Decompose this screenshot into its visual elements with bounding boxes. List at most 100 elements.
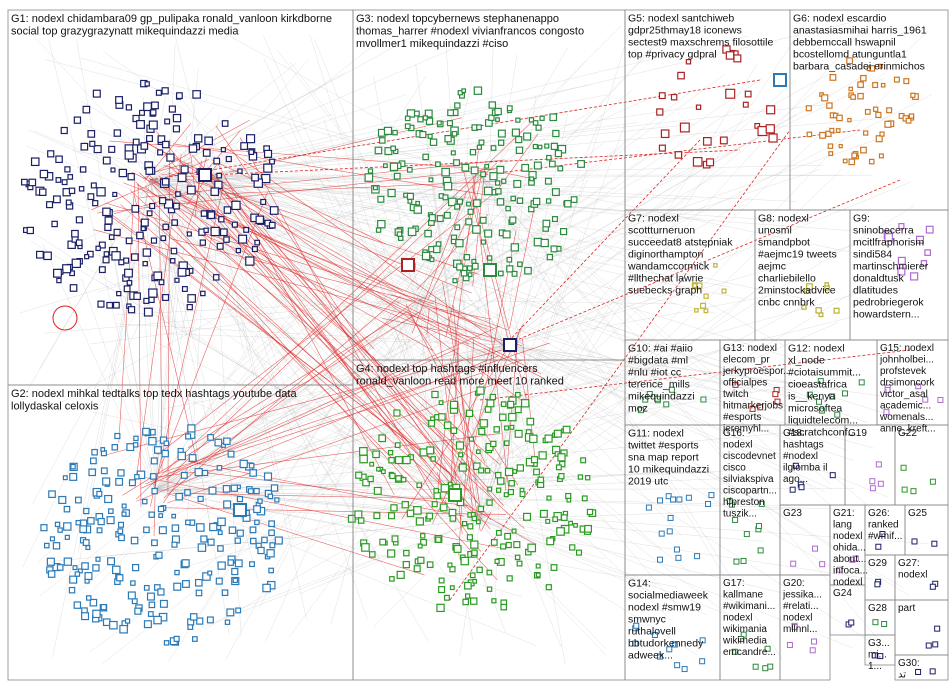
node[interactable] <box>443 421 452 430</box>
node[interactable] <box>460 556 470 566</box>
node[interactable] <box>413 565 421 573</box>
node[interactable] <box>675 554 682 561</box>
node[interactable] <box>645 504 652 511</box>
node[interactable] <box>456 263 464 271</box>
node[interactable] <box>466 265 473 271</box>
node[interactable] <box>752 663 759 670</box>
node[interactable] <box>435 161 441 168</box>
node[interactable] <box>419 448 428 457</box>
node[interactable] <box>488 114 495 121</box>
node[interactable] <box>148 601 156 609</box>
node[interactable] <box>254 239 261 246</box>
node[interactable] <box>451 130 458 137</box>
node[interactable] <box>97 300 105 308</box>
node[interactable] <box>484 406 492 413</box>
node[interactable] <box>550 245 558 253</box>
node[interactable] <box>143 620 152 629</box>
node[interactable] <box>192 90 201 99</box>
node[interactable] <box>789 486 796 493</box>
node[interactable] <box>217 517 226 527</box>
node[interactable] <box>496 487 502 493</box>
hub-node[interactable] <box>401 258 415 272</box>
node[interactable] <box>378 137 386 144</box>
node[interactable] <box>453 544 462 553</box>
node[interactable] <box>150 457 158 465</box>
node[interactable] <box>532 143 538 150</box>
node[interactable] <box>148 511 155 518</box>
node[interactable] <box>104 223 112 232</box>
node[interactable] <box>542 219 551 228</box>
node[interactable] <box>63 557 72 566</box>
node[interactable] <box>496 165 505 174</box>
node[interactable] <box>504 467 514 477</box>
node[interactable] <box>806 283 813 291</box>
node[interactable] <box>85 545 91 551</box>
node[interactable] <box>819 131 826 139</box>
node[interactable] <box>674 662 681 669</box>
node[interactable] <box>90 182 97 189</box>
node[interactable] <box>934 625 941 632</box>
node[interactable] <box>118 534 125 542</box>
node[interactable] <box>713 263 718 268</box>
node[interactable] <box>158 279 165 286</box>
node[interactable] <box>406 192 414 200</box>
node[interactable] <box>196 617 204 625</box>
node[interactable] <box>681 666 688 673</box>
node[interactable] <box>879 531 886 538</box>
node[interactable] <box>188 144 198 153</box>
node[interactable] <box>462 598 469 606</box>
node[interactable] <box>908 113 915 119</box>
node[interactable] <box>123 285 131 293</box>
node[interactable] <box>850 94 856 100</box>
node[interactable] <box>668 386 675 393</box>
node[interactable] <box>103 251 110 257</box>
node[interactable] <box>535 563 541 569</box>
node[interactable] <box>28 178 37 187</box>
node[interactable] <box>185 433 192 440</box>
node[interactable] <box>424 229 432 238</box>
node[interactable] <box>456 198 463 205</box>
node[interactable] <box>51 220 58 228</box>
node[interactable] <box>496 477 505 485</box>
node[interactable] <box>479 216 487 224</box>
node[interactable] <box>217 545 224 552</box>
node[interactable] <box>75 519 81 526</box>
node[interactable] <box>486 399 495 408</box>
node[interactable] <box>383 163 388 169</box>
node[interactable] <box>441 167 450 177</box>
node[interactable] <box>506 105 513 112</box>
node[interactable] <box>223 206 232 214</box>
node[interactable] <box>240 142 249 150</box>
node[interactable] <box>851 152 858 159</box>
node[interactable] <box>480 239 487 245</box>
node[interactable] <box>417 116 424 123</box>
node[interactable] <box>131 563 140 572</box>
node[interactable] <box>869 485 876 492</box>
node[interactable] <box>142 260 148 267</box>
node[interactable] <box>550 142 559 151</box>
node[interactable] <box>719 136 728 145</box>
node[interactable] <box>91 448 98 456</box>
node[interactable] <box>540 238 549 248</box>
node[interactable] <box>394 456 403 465</box>
hub-node[interactable] <box>198 168 212 182</box>
node[interactable] <box>126 443 135 452</box>
node[interactable] <box>347 514 356 523</box>
node[interactable] <box>827 143 834 149</box>
node[interactable] <box>404 115 411 122</box>
node[interactable] <box>476 566 483 574</box>
node[interactable] <box>490 440 497 448</box>
node[interactable] <box>471 515 478 522</box>
node[interactable] <box>532 197 541 206</box>
node[interactable] <box>656 108 664 116</box>
node[interactable] <box>153 615 162 625</box>
node[interactable] <box>556 527 565 536</box>
node[interactable] <box>766 105 776 115</box>
node[interactable] <box>922 396 929 403</box>
node[interactable] <box>69 575 78 584</box>
node[interactable] <box>663 401 670 408</box>
node[interactable] <box>359 454 368 464</box>
node[interactable] <box>444 134 452 143</box>
node[interactable] <box>500 401 507 407</box>
node[interactable] <box>146 210 153 217</box>
